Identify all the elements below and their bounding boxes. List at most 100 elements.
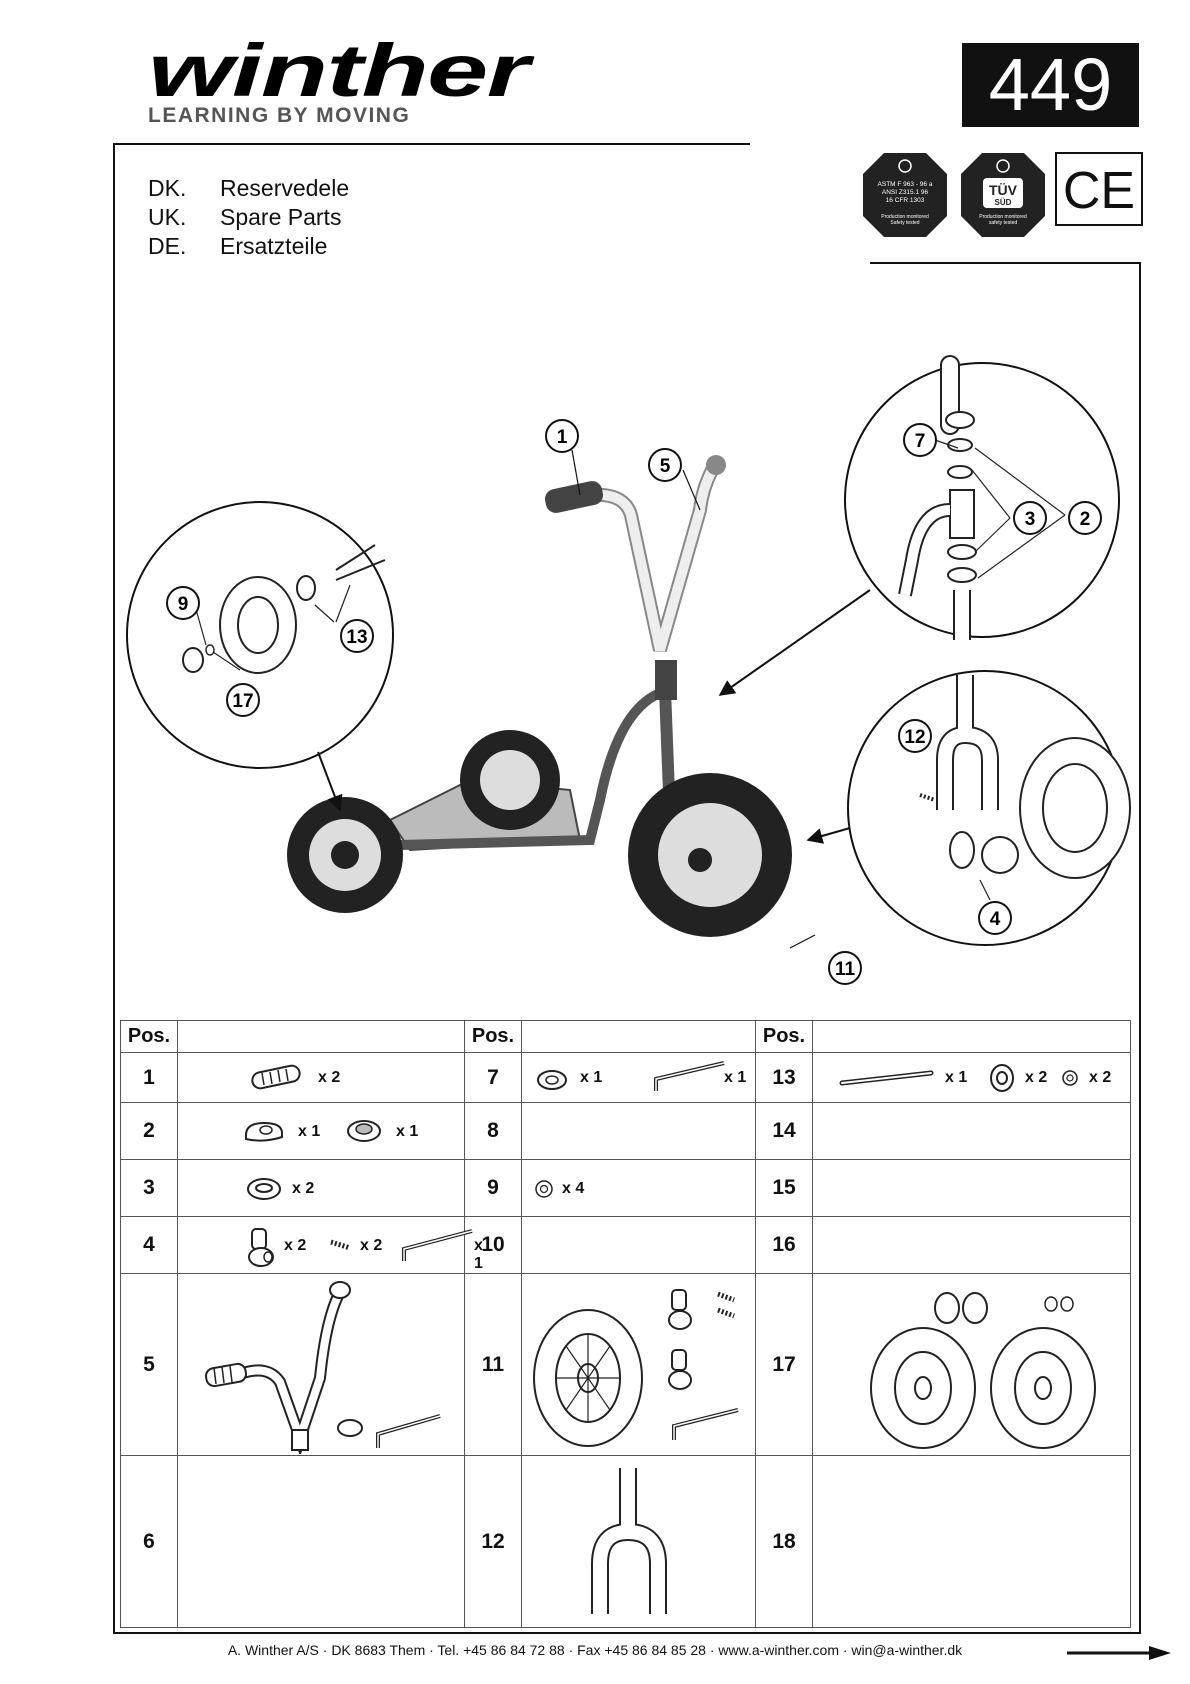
language-code: DK. (148, 175, 187, 201)
part-cell-16 (812, 1216, 1131, 1274)
detail-headset (898, 355, 1066, 640)
pos-number: 14 (755, 1102, 813, 1160)
callout-3: 3 (1013, 501, 1047, 535)
pos-number: 10 (464, 1216, 522, 1274)
quantity: x 2 (292, 1180, 315, 1197)
tuv-text: TÜV (989, 182, 1018, 198)
brand-wordmark: winther (148, 38, 536, 112)
part-cell-14 (812, 1102, 1131, 1160)
nut-icon (1062, 1070, 1078, 1086)
arrow-to-front-fork (806, 827, 851, 844)
table-row: 3 x 2 9 x 4 15 (120, 1159, 1131, 1217)
pos-number: 12 (464, 1455, 522, 1628)
winther-logo: winther (148, 38, 537, 112)
callout-label: 3 (1025, 509, 1036, 530)
part-cell-6 (177, 1455, 465, 1628)
detail-front-fork (919, 675, 1131, 901)
handlebar-set-icon (205, 1281, 441, 1454)
table-row: 2 x 1 x 1 8 14 (120, 1102, 1131, 1160)
quantity: x 1 (580, 1069, 603, 1086)
callout-12: 12 (898, 719, 932, 753)
detail-rear-wheel (182, 544, 386, 674)
pos-number: 15 (755, 1159, 813, 1217)
table-header-row: Pos. Pos. Pos. (120, 1020, 1131, 1053)
callout-7: 7 (903, 423, 937, 457)
pos-number: 8 (464, 1102, 522, 1160)
part-cell-5 (177, 1273, 465, 1456)
quantity: x 1 (396, 1123, 419, 1140)
lock-nut-icon (535, 1180, 553, 1198)
quantity: x 1 (945, 1069, 968, 1086)
part-cell-3: x 2 (177, 1159, 465, 1217)
tuv-sub: SÜD (995, 198, 1012, 207)
part-cell-15 (812, 1159, 1131, 1217)
tuv-bottom: Production monitored safety tested (979, 214, 1027, 226)
pos-number: 16 (755, 1216, 813, 1274)
pos-number: 1 (120, 1052, 178, 1103)
quantity: x 1 (298, 1123, 321, 1140)
quantity: x 1 (724, 1069, 747, 1086)
front-fork-icon (591, 1468, 667, 1614)
part-cell-17 (812, 1273, 1131, 1456)
callout-5: 5 (648, 448, 682, 482)
astm-badge: ASTM F 963 - 96 a ANSI Z315.1 96 16 CFR … (863, 153, 947, 237)
footer-contact: A. Winther A/S · DK 8683 Them · Tel. +45… (227, 1642, 963, 1658)
callout-label: 1 (557, 427, 568, 448)
callout-2: 2 (1068, 501, 1102, 535)
astm-line-3: 16 CFR 1303 (886, 197, 925, 204)
hex-key-icon (402, 1229, 473, 1261)
astm-line-2: ANSI Z315.1 96 (882, 189, 929, 196)
ce-mark: CE (1063, 162, 1135, 220)
ce-badge: CE (1055, 152, 1143, 226)
pos-number: 11 (464, 1273, 522, 1456)
rear-wheel-set-icon (870, 1292, 1096, 1449)
language-row-de: DE. Ersatzteile (148, 232, 349, 261)
scooter-drawing (287, 455, 792, 937)
language-label: Ersatzteile (220, 233, 328, 259)
parts-table: Pos. Pos. Pos. 1 x 2 7 x 1 x 1 13 x 1 x … (120, 1020, 1131, 1628)
part-cell-2: x 1 x 1 (177, 1102, 465, 1160)
part-cell-18 (812, 1455, 1131, 1628)
grip-icon (251, 1064, 301, 1090)
hub-cap-icon (990, 1064, 1014, 1092)
leader-lines-handlebar (571, 449, 701, 511)
pos-number: 13 (755, 1052, 813, 1103)
quantity: x 4 (562, 1180, 585, 1197)
pos-number: 4 (120, 1216, 178, 1274)
language-row-uk: UK.Spare Parts (148, 203, 349, 232)
callout-17: 17 (226, 683, 260, 717)
set-screw-icon (330, 1239, 351, 1251)
language-code: DE. (148, 233, 187, 259)
table-row: 1 x 2 7 x 1 x 1 13 x 1 x 2 x 2 (120, 1052, 1131, 1103)
quantity: x 2 (1025, 1069, 1048, 1086)
headset-clamp-icon (245, 1121, 283, 1142)
quantity: x 2 (318, 1069, 341, 1086)
quantity: x 2 (284, 1237, 307, 1254)
callout-label: 13 (346, 627, 367, 648)
callout-label: 5 (660, 456, 671, 477)
detail-circle-headset (844, 362, 1120, 638)
pos-number: 6 (120, 1455, 178, 1628)
callout-1: 1 (545, 419, 579, 453)
callout-label: 2 (1080, 509, 1091, 530)
pos-number: 7 (464, 1052, 522, 1103)
astm-bottom: Production monitored Safety tested (881, 214, 929, 226)
part-cell-10 (521, 1216, 756, 1274)
callout-11: 11 (828, 951, 862, 985)
callout-label: 4 (990, 909, 1001, 930)
model-number: 449 (962, 43, 1139, 127)
quantity: x 1 (474, 1237, 483, 1272)
axle-icon (839, 1070, 934, 1086)
part-cell-7: x 1 x 1 (521, 1052, 756, 1103)
callout-9: 9 (166, 586, 200, 620)
tagline: LEARNING BY MOVING (148, 104, 411, 127)
pos-header: Pos. (755, 1020, 813, 1053)
part-cell-13: x 1 x 2 x 2 (812, 1052, 1131, 1103)
language-label: Spare Parts (220, 204, 342, 230)
quantity: x 2 (360, 1237, 383, 1254)
callout-13: 13 (340, 619, 374, 653)
scooter-illustration: 1 5 7 3 2 9 13 17 12 4 11 (126, 355, 1131, 985)
bearing-ring-icon (247, 1178, 281, 1200)
part-cell-11 (521, 1273, 756, 1456)
callout-label: 17 (232, 691, 253, 712)
